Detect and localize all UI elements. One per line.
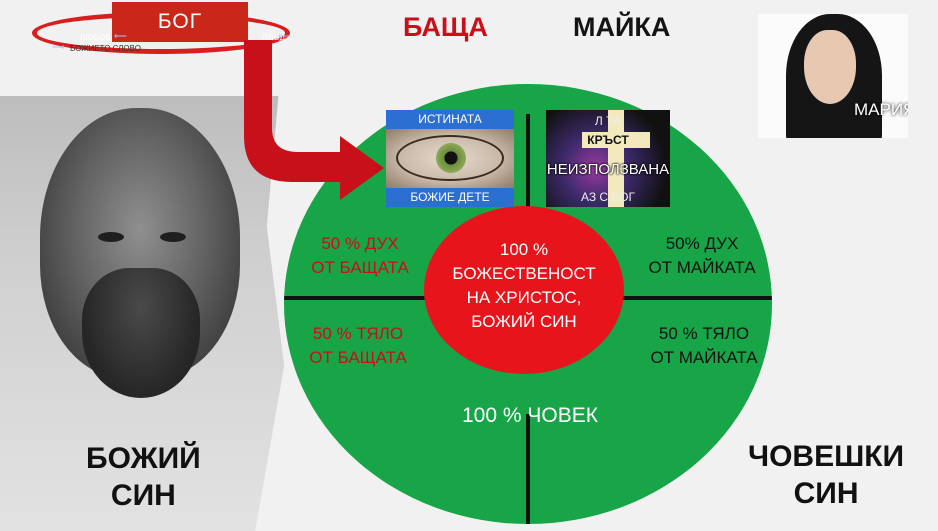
portrait-eye: [98, 232, 124, 242]
word-of-god-label: БОЖИЕТО СЛОВО: [70, 44, 141, 53]
iris: [436, 143, 466, 173]
cross-label: КРЪСТ: [587, 133, 629, 147]
child-of-god-label: БОЖИЕ ДЕТЕ: [386, 188, 514, 207]
god-label: БОГ: [112, 2, 248, 42]
father-heading: БАЩА: [403, 12, 488, 42]
cross-top-label: Л ТА: [594, 114, 622, 128]
truth-label: ИСТИНАТА: [386, 110, 514, 129]
unused-label: НЕИЗПОЛЗВАНА: [546, 161, 670, 178]
arrow-right-icon: ⟶: [52, 42, 65, 52]
maria-face: [804, 30, 856, 104]
mother-body-label: 50 % ТЯЛО ОТ МАЙКАТА: [650, 324, 758, 367]
eye-photo: [386, 129, 514, 188]
divider-line: [620, 296, 772, 300]
red-arrow-icon: [244, 40, 384, 200]
father-body-label: 50 % ТЯЛО ОТ БАЩАТА: [309, 324, 407, 367]
father-spirit-label: 50 % ДУХ ОТ БАЩАТА: [311, 234, 409, 277]
arrow-left-icon: ⟵: [114, 31, 127, 41]
human-son-label: ЧОВЕШКИ СИН: [748, 440, 905, 510]
cross-icon: [582, 132, 650, 148]
divinity-label: 100 % БОЖЕСТВЕНОСТ НА ХРИСТОС, БОЖИЙ СИН: [452, 240, 596, 331]
portrait-beard: [82, 268, 200, 398]
cross-image: Л ТА КРЪСТ НЕИЗПОЛЗВАНА АЗ С БОГ: [546, 110, 670, 207]
divider-line: [284, 296, 434, 300]
fruit-label: ПЛОД: [262, 33, 286, 42]
maria-portrait: МАРИЯ: [758, 14, 908, 138]
eyelid: [396, 135, 504, 181]
arrow-left-icon: ⟵: [278, 31, 291, 41]
divider-line: [526, 114, 530, 290]
maria-label: МАРИЯ: [854, 100, 908, 119]
human-label: 100 % ЧОВЕК: [462, 404, 598, 427]
cross-bottom-label: АЗ С БОГ: [580, 190, 636, 204]
divinity-core: [424, 206, 624, 374]
mother-spirit-label: 50% ДУХ ОТ МАЙКАТА: [648, 234, 756, 277]
son-of-god-label: БОЖИЙ СИН: [86, 442, 201, 512]
mother-heading: МАЙКА: [573, 12, 671, 42]
divider-line: [526, 414, 530, 524]
portrait-eye: [160, 232, 186, 242]
love-label: ЛЮБОВ: [80, 33, 112, 42]
truth-eye-image: ИСТИНАТА БОЖИЕ ДЕТЕ: [386, 110, 514, 207]
